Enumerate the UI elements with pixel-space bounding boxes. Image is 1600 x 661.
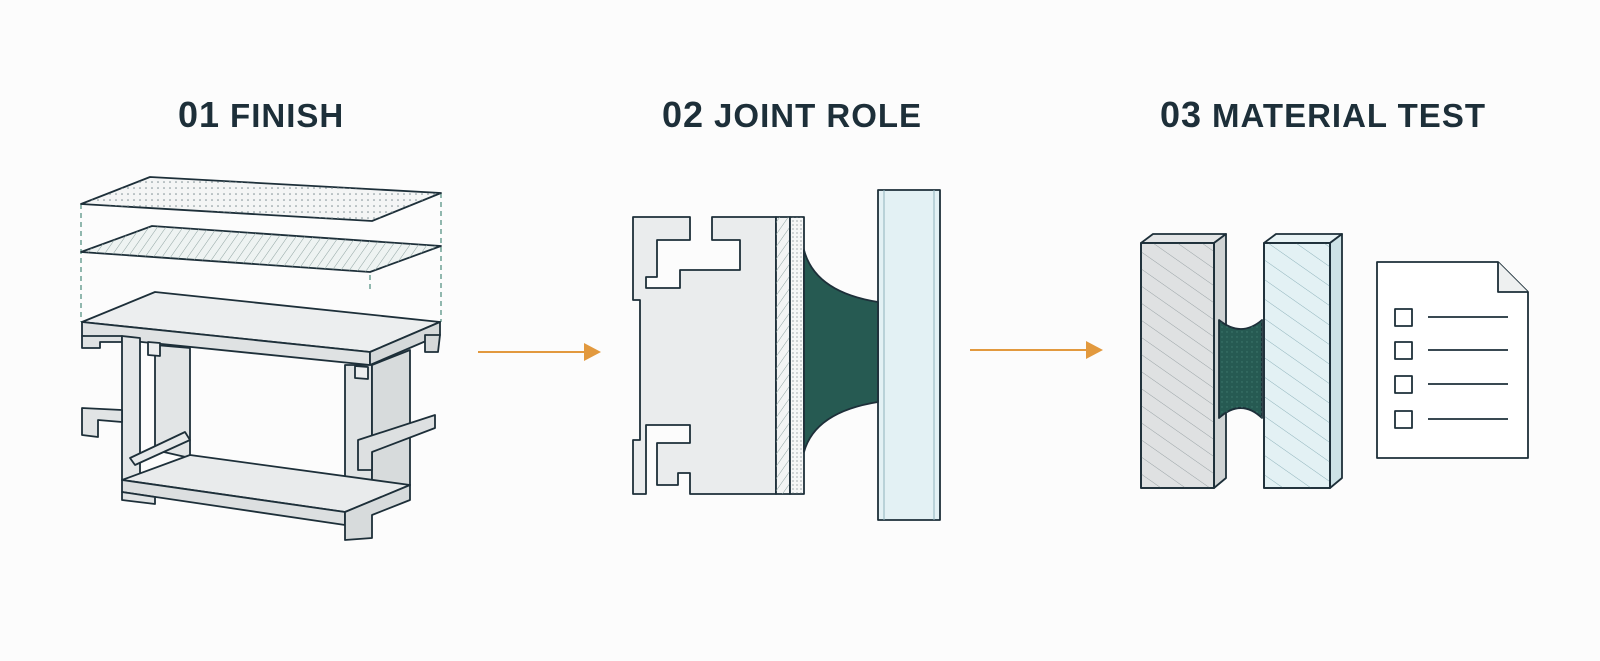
test-report-document-icon [1376, 261, 1529, 459]
checkbox-icon [1394, 375, 1413, 394]
step-1-label: FINISH [230, 97, 345, 134]
step-3-label: MATERIAL TEST [1212, 97, 1486, 134]
step-3-number: 03 [1160, 94, 1203, 135]
flow-arrow-2 [970, 341, 1103, 359]
material-test-illustration [1140, 233, 1529, 489]
aluminium-profile [81, 291, 441, 541]
frame-profile-section [632, 216, 777, 495]
step-2-label: JOINT ROLE [714, 97, 923, 134]
joint-section-illustration [632, 189, 941, 521]
finish-layers-illustration [80, 176, 442, 541]
flow-arrow-1 [478, 343, 601, 361]
test-substrate-glass [1263, 233, 1343, 489]
structural-sealant [803, 249, 879, 453]
checkbox-icon [1394, 410, 1413, 429]
test-substrate-left [1140, 233, 1227, 489]
step-1-number: 01 [178, 94, 221, 135]
checkbox-icon [1394, 308, 1413, 327]
checkbox-icon [1394, 341, 1413, 360]
step-2-number: 02 [662, 94, 705, 135]
glass-pane [877, 189, 941, 521]
